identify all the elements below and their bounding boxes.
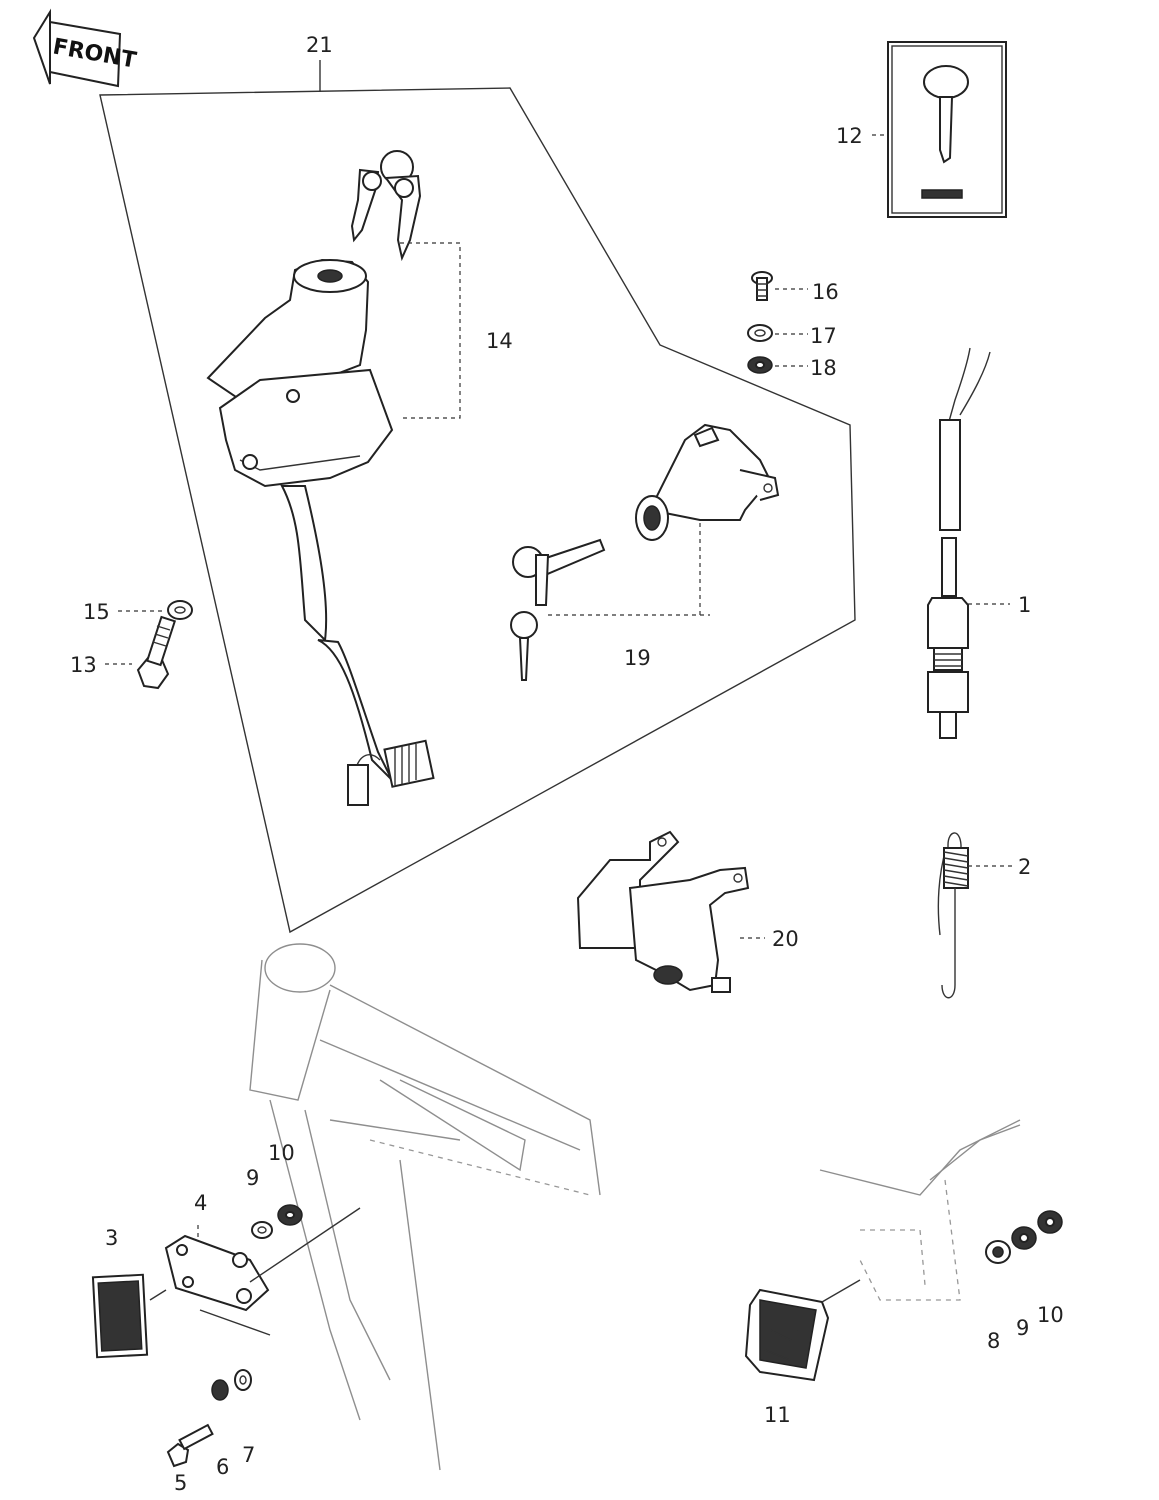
callout-2: 2 bbox=[1018, 855, 1031, 879]
washer-7 bbox=[234, 1369, 252, 1391]
callout-3: 3 bbox=[105, 1226, 118, 1250]
reflector-11 bbox=[744, 1288, 830, 1382]
nut-10-front bbox=[277, 1204, 303, 1226]
key-card bbox=[887, 41, 1007, 218]
callout-14: 14 bbox=[486, 329, 513, 353]
callout-16: 16 bbox=[812, 280, 839, 304]
washer-15 bbox=[167, 600, 193, 620]
callout-19: 19 bbox=[624, 646, 651, 670]
callout-9-front: 9 bbox=[246, 1166, 259, 1190]
reflector-bracket-4 bbox=[164, 1234, 270, 1312]
bolt-5 bbox=[166, 1423, 214, 1468]
front-arrow-badge: FRONT bbox=[32, 8, 138, 88]
ignition-keys bbox=[350, 150, 422, 262]
nut-10-rear bbox=[1037, 1210, 1063, 1234]
brake-switch-spring bbox=[937, 832, 969, 999]
reflector-3 bbox=[91, 1273, 149, 1359]
connector-3-4 bbox=[149, 1289, 167, 1301]
callout-20: 20 bbox=[772, 927, 799, 951]
washer-17 bbox=[747, 324, 773, 342]
callout-21: 21 bbox=[306, 33, 333, 57]
mount-line-4 bbox=[249, 1207, 361, 1283]
nut-18 bbox=[747, 356, 773, 374]
callout-8: 8 bbox=[987, 1329, 1000, 1353]
assembly-21-boundary bbox=[99, 87, 856, 934]
lock-bracket bbox=[576, 830, 750, 993]
ignition-switch bbox=[206, 258, 435, 806]
bolt-13 bbox=[136, 615, 177, 690]
callout-6: 6 bbox=[216, 1455, 229, 1479]
callout-17: 17 bbox=[810, 324, 837, 348]
washer-9-rear bbox=[1011, 1226, 1037, 1250]
washer-9-front bbox=[251, 1221, 273, 1239]
callout-7: 7 bbox=[242, 1443, 255, 1467]
steering-lock-keys bbox=[510, 538, 606, 681]
leader-19-bracket bbox=[548, 522, 710, 616]
callout-9-rear: 9 bbox=[1016, 1316, 1029, 1340]
mount-line-11 bbox=[821, 1279, 861, 1303]
callout-13: 13 bbox=[70, 653, 97, 677]
leader-14-bracket bbox=[400, 242, 461, 419]
callout-1: 1 bbox=[1018, 593, 1031, 617]
brake-light-switch bbox=[927, 347, 991, 739]
callout-10-front: 10 bbox=[268, 1141, 295, 1165]
callout-12: 12 bbox=[836, 124, 863, 148]
callout-11: 11 bbox=[764, 1403, 791, 1427]
callout-4: 4 bbox=[194, 1191, 207, 1215]
callout-15: 15 bbox=[83, 600, 110, 624]
washer-6 bbox=[211, 1379, 229, 1401]
mount-line-5 bbox=[199, 1309, 271, 1336]
washer-8 bbox=[985, 1240, 1011, 1264]
callout-10-rear: 10 bbox=[1037, 1303, 1064, 1327]
screw-16 bbox=[751, 271, 773, 301]
steering-lock bbox=[635, 423, 780, 541]
callout-18: 18 bbox=[810, 356, 837, 380]
callout-5: 5 bbox=[174, 1471, 187, 1495]
motorcycle-frame bbox=[249, 943, 1021, 1471]
